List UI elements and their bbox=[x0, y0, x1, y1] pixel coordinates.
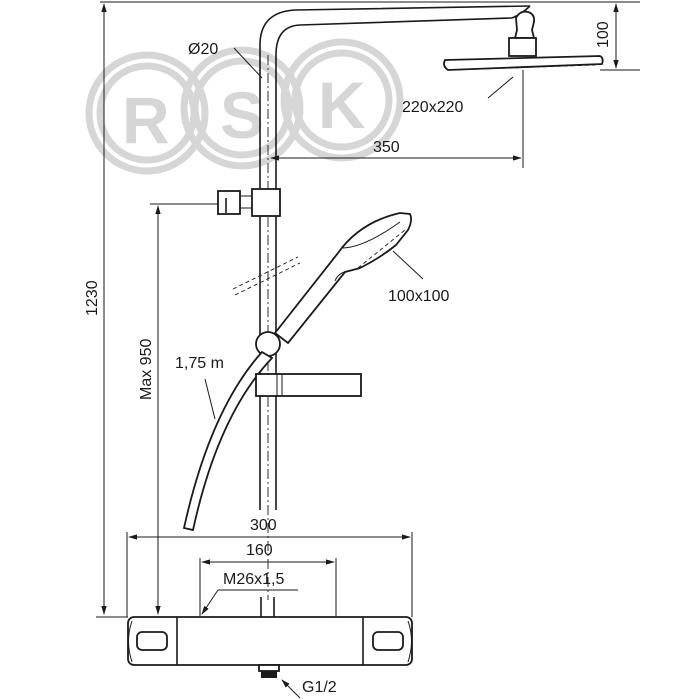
shower-hose bbox=[182, 350, 274, 532]
outlet-thread-label: G1/2 bbox=[302, 679, 337, 696]
arm-projection-label: 350 bbox=[373, 139, 400, 156]
max-holder-height-label: Max 950 bbox=[138, 339, 155, 400]
hand-shower-nozzles bbox=[357, 229, 406, 269]
rsk-watermark: R S K bbox=[85, 38, 404, 175]
right-handle-window bbox=[372, 631, 404, 651]
head-shower bbox=[443, 10, 604, 71]
riser-pipe bbox=[259, 5, 531, 600]
hand-shower-leader bbox=[392, 250, 424, 280]
hose-length-leader bbox=[204, 378, 216, 420]
head-shower-nozzles bbox=[451, 64, 596, 71]
watermark-letter-r: R bbox=[122, 83, 170, 157]
pipe-diameter-leader bbox=[233, 47, 263, 79]
mixer-width-label: 300 bbox=[250, 517, 277, 534]
thermostatic-mixer bbox=[127, 616, 413, 666]
inlet-spacing-label: 160 bbox=[246, 542, 273, 559]
watermark-letter-s: S bbox=[220, 78, 264, 152]
pipe-diameter-label: Ø20 bbox=[188, 41, 218, 58]
watermark-letter-k: K bbox=[318, 68, 366, 142]
soap-shelf bbox=[255, 373, 362, 397]
head-shower-size-label: 220x220 bbox=[402, 99, 463, 116]
total-height-label: 1230 bbox=[84, 280, 101, 316]
rail-break-line bbox=[232, 256, 299, 290]
slider-connector bbox=[255, 331, 281, 357]
hand-shower-size-label: 100x100 bbox=[388, 288, 449, 305]
outlet-thread-leader bbox=[281, 679, 301, 699]
connection-thread-leader bbox=[201, 589, 219, 615]
hand-shower-holder bbox=[217, 188, 281, 217]
hose-length-label: 1,75 m bbox=[175, 355, 224, 372]
mixer-outlet bbox=[258, 664, 280, 678]
connection-thread-label: M26x1,5 bbox=[223, 571, 284, 588]
rail-break-line bbox=[234, 262, 301, 296]
head-shower-leader bbox=[487, 76, 514, 99]
head-shower-height-label: 100 bbox=[595, 21, 612, 48]
left-handle-window bbox=[136, 631, 168, 651]
hand-shower bbox=[273, 212, 413, 345]
